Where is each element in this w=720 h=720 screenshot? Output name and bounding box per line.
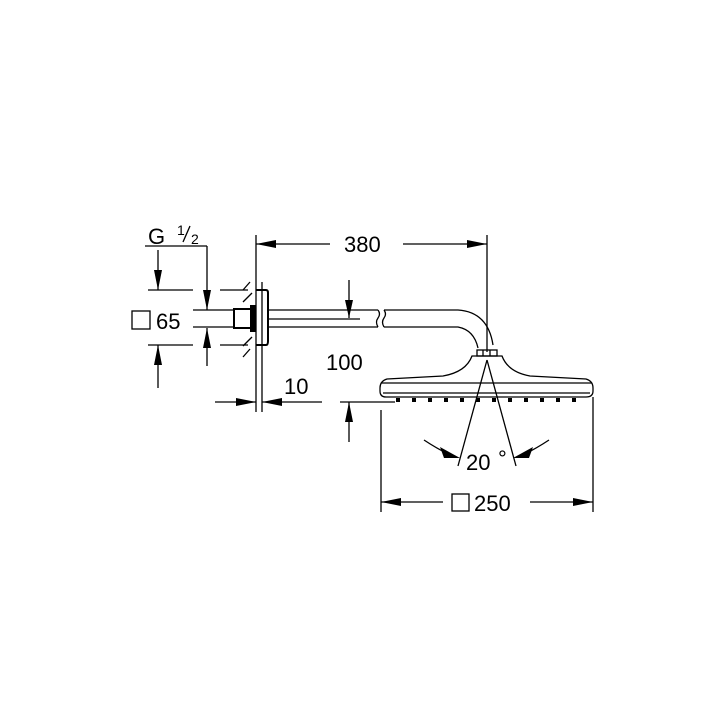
head-size-dimension: 250: [451, 491, 511, 516]
spray-angle-dimension: 20 °: [466, 446, 507, 475]
thread-numerator: 1: [177, 222, 185, 238]
thread-denominator: 2: [191, 231, 199, 247]
wall-plate-dimension: 65: [131, 309, 180, 334]
spray-angle-value: 20: [466, 450, 490, 475]
thread-prefix: G: [148, 224, 165, 249]
wall-plate-value: 65: [156, 309, 180, 334]
nozzles: [396, 398, 576, 402]
square-symbol-icon: [451, 493, 470, 512]
head-size-value: 250: [474, 491, 511, 516]
drop-height-value: 100: [326, 350, 363, 375]
spray-angle-unit: °: [498, 446, 507, 471]
plate-depth-value: 10: [284, 374, 308, 399]
square-symbol-icon: [131, 310, 151, 330]
arm-length-value: 380: [344, 232, 381, 257]
thread-label: G 1 2: [148, 222, 199, 249]
